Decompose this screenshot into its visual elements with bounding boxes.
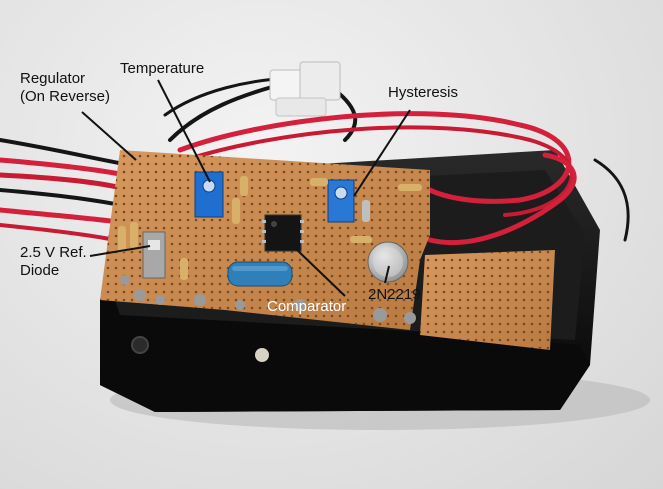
label-regulator-line1: Regulator — [20, 70, 86, 87]
label-reference-line2: Diode — [20, 262, 60, 279]
label-regulator: Regulator (On Reverse) — [20, 70, 110, 106]
label-transistor: 2N2219 — [368, 286, 421, 303]
enclosure-lid-edge — [100, 300, 590, 412]
reference-diode — [142, 231, 166, 279]
screw-post — [255, 348, 269, 362]
comparator-ic — [262, 214, 304, 252]
resistors — [118, 176, 422, 280]
transistor-can — [367, 241, 409, 283]
stripboard-secondary — [420, 250, 555, 350]
red-wires — [0, 111, 577, 247]
screw-hole — [131, 336, 149, 354]
capacitor — [227, 261, 293, 287]
label-regulator-line2: (On Reverse) — [20, 88, 111, 105]
label-comparator: Comparator — [267, 298, 347, 315]
label-hysteresis: Hysteresis — [388, 84, 459, 101]
label-reference-diode: 2.5 V Ref. Diode — [20, 244, 87, 280]
wire-connector — [269, 61, 341, 117]
trimmer-hysteresis — [327, 179, 355, 223]
annotation-lines — [81, 79, 411, 297]
label-reference-line1: 2.5 V Ref. — [20, 244, 87, 261]
label-temperature: Temperature — [120, 60, 205, 77]
solder-joints — [120, 275, 416, 324]
